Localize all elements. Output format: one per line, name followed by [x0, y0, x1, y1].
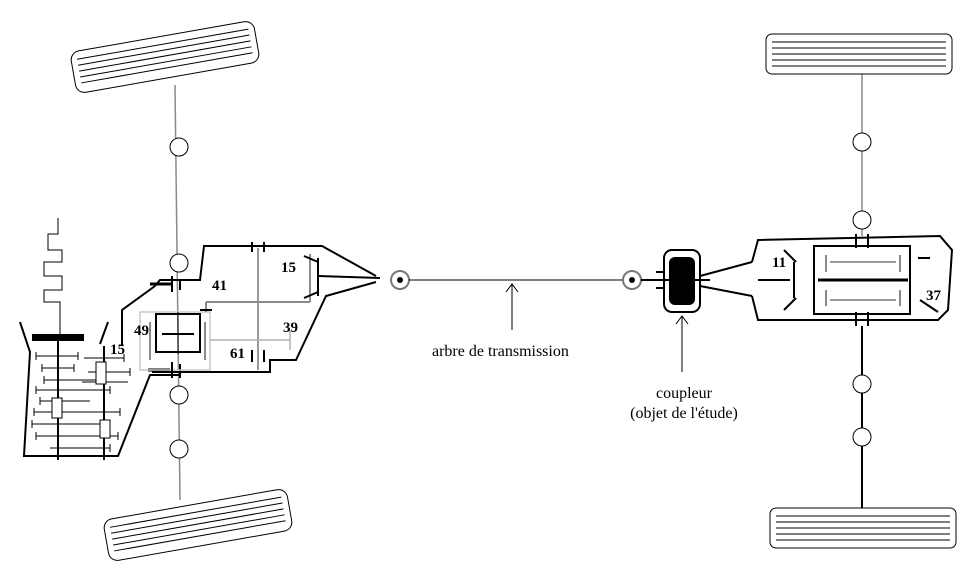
drive-shaft	[409, 279, 624, 330]
caption-coupler-note: (objet de l'étude)	[630, 405, 738, 422]
front-axle	[169, 84, 189, 501]
label-41: 41	[212, 278, 227, 294]
rear-u-joint	[622, 270, 642, 290]
label-15-gearbox: 15	[110, 342, 125, 358]
label-37: 37	[926, 288, 942, 304]
caption-drive-shaft: arbre de transmission	[432, 343, 569, 360]
label-39: 39	[283, 320, 298, 336]
label-49: 49	[134, 323, 149, 339]
label-61: 61	[230, 346, 245, 362]
viscous-coupler	[641, 249, 753, 372]
front-left-upper-wheel	[70, 21, 260, 93]
rear-lower-wheel	[769, 507, 957, 549]
rear-differential	[751, 234, 954, 326]
front-differential-transfer	[121, 242, 381, 378]
front-left-lower-wheel	[103, 489, 293, 561]
label-15-front: 15	[281, 260, 296, 276]
shift-linkage	[43, 218, 63, 338]
caption-coupler: coupleur	[656, 385, 713, 402]
rear-axle	[852, 74, 872, 508]
label-11: 11	[772, 255, 786, 271]
gearbox	[19, 218, 180, 460]
front-u-joint	[390, 270, 410, 290]
rear-upper-wheel	[765, 33, 953, 75]
